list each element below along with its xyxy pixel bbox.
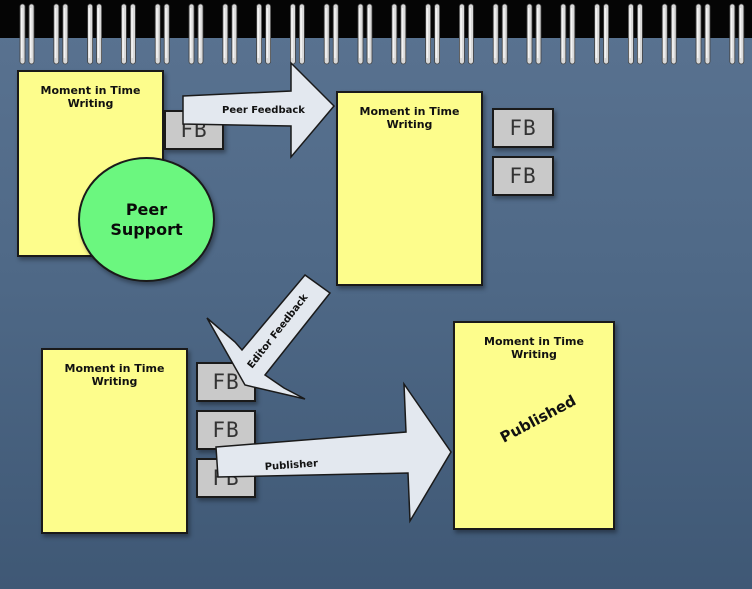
binding-ring <box>425 3 441 65</box>
writing-card-3-title: Moment in Time Writing <box>64 362 165 388</box>
binding-ring <box>458 3 474 65</box>
spiral-rings <box>19 3 745 65</box>
writing-card-1-title: Moment in Time Writing <box>40 84 141 110</box>
peer-feedback-arrow: Peer Feedback <box>182 61 336 160</box>
writing-card-4: Moment in Time Writing <box>453 321 615 530</box>
binding-ring <box>121 3 136 65</box>
feedback-box-2: FB <box>492 108 554 148</box>
peer-support-circle: Peer Support <box>78 157 215 282</box>
editor-feedback-arrow: Editor Feedback <box>206 273 332 400</box>
binding-ring <box>289 3 305 65</box>
binding-ring <box>256 3 272 65</box>
binding-ring <box>695 3 711 65</box>
binding-ring <box>661 3 677 65</box>
feedback-box-3: FB <box>492 156 554 196</box>
feedback-box-5: FB <box>196 410 256 450</box>
publisher-arrow: Publisher <box>215 381 452 524</box>
binding-ring <box>391 3 407 65</box>
writing-card-2: Moment in Time Writing <box>336 91 483 286</box>
writing-card-3: Moment in Time Writing <box>41 348 188 534</box>
binding-ring <box>628 3 643 65</box>
binding-ring <box>492 3 508 65</box>
writing-card-2-title: Moment in Time Writing <box>359 105 460 131</box>
binding-ring <box>526 3 542 65</box>
binding-ring <box>357 3 373 65</box>
publisher-label: Publisher <box>264 458 318 473</box>
binding-ring <box>729 3 745 65</box>
feedback-box-4: FB <box>196 362 256 402</box>
binding-ring <box>222 3 238 65</box>
binding-ring <box>53 3 69 65</box>
binding-ring <box>19 3 35 65</box>
binding-ring <box>560 3 576 65</box>
writing-card-4-title: Moment in Time Writing <box>484 335 584 361</box>
binding-ring <box>594 3 609 65</box>
binding-ring <box>323 3 339 65</box>
peer-feedback-label: Peer Feedback <box>222 105 305 116</box>
binding-ring <box>87 3 102 65</box>
binding-ring <box>154 3 170 65</box>
binding-ring <box>188 3 204 65</box>
